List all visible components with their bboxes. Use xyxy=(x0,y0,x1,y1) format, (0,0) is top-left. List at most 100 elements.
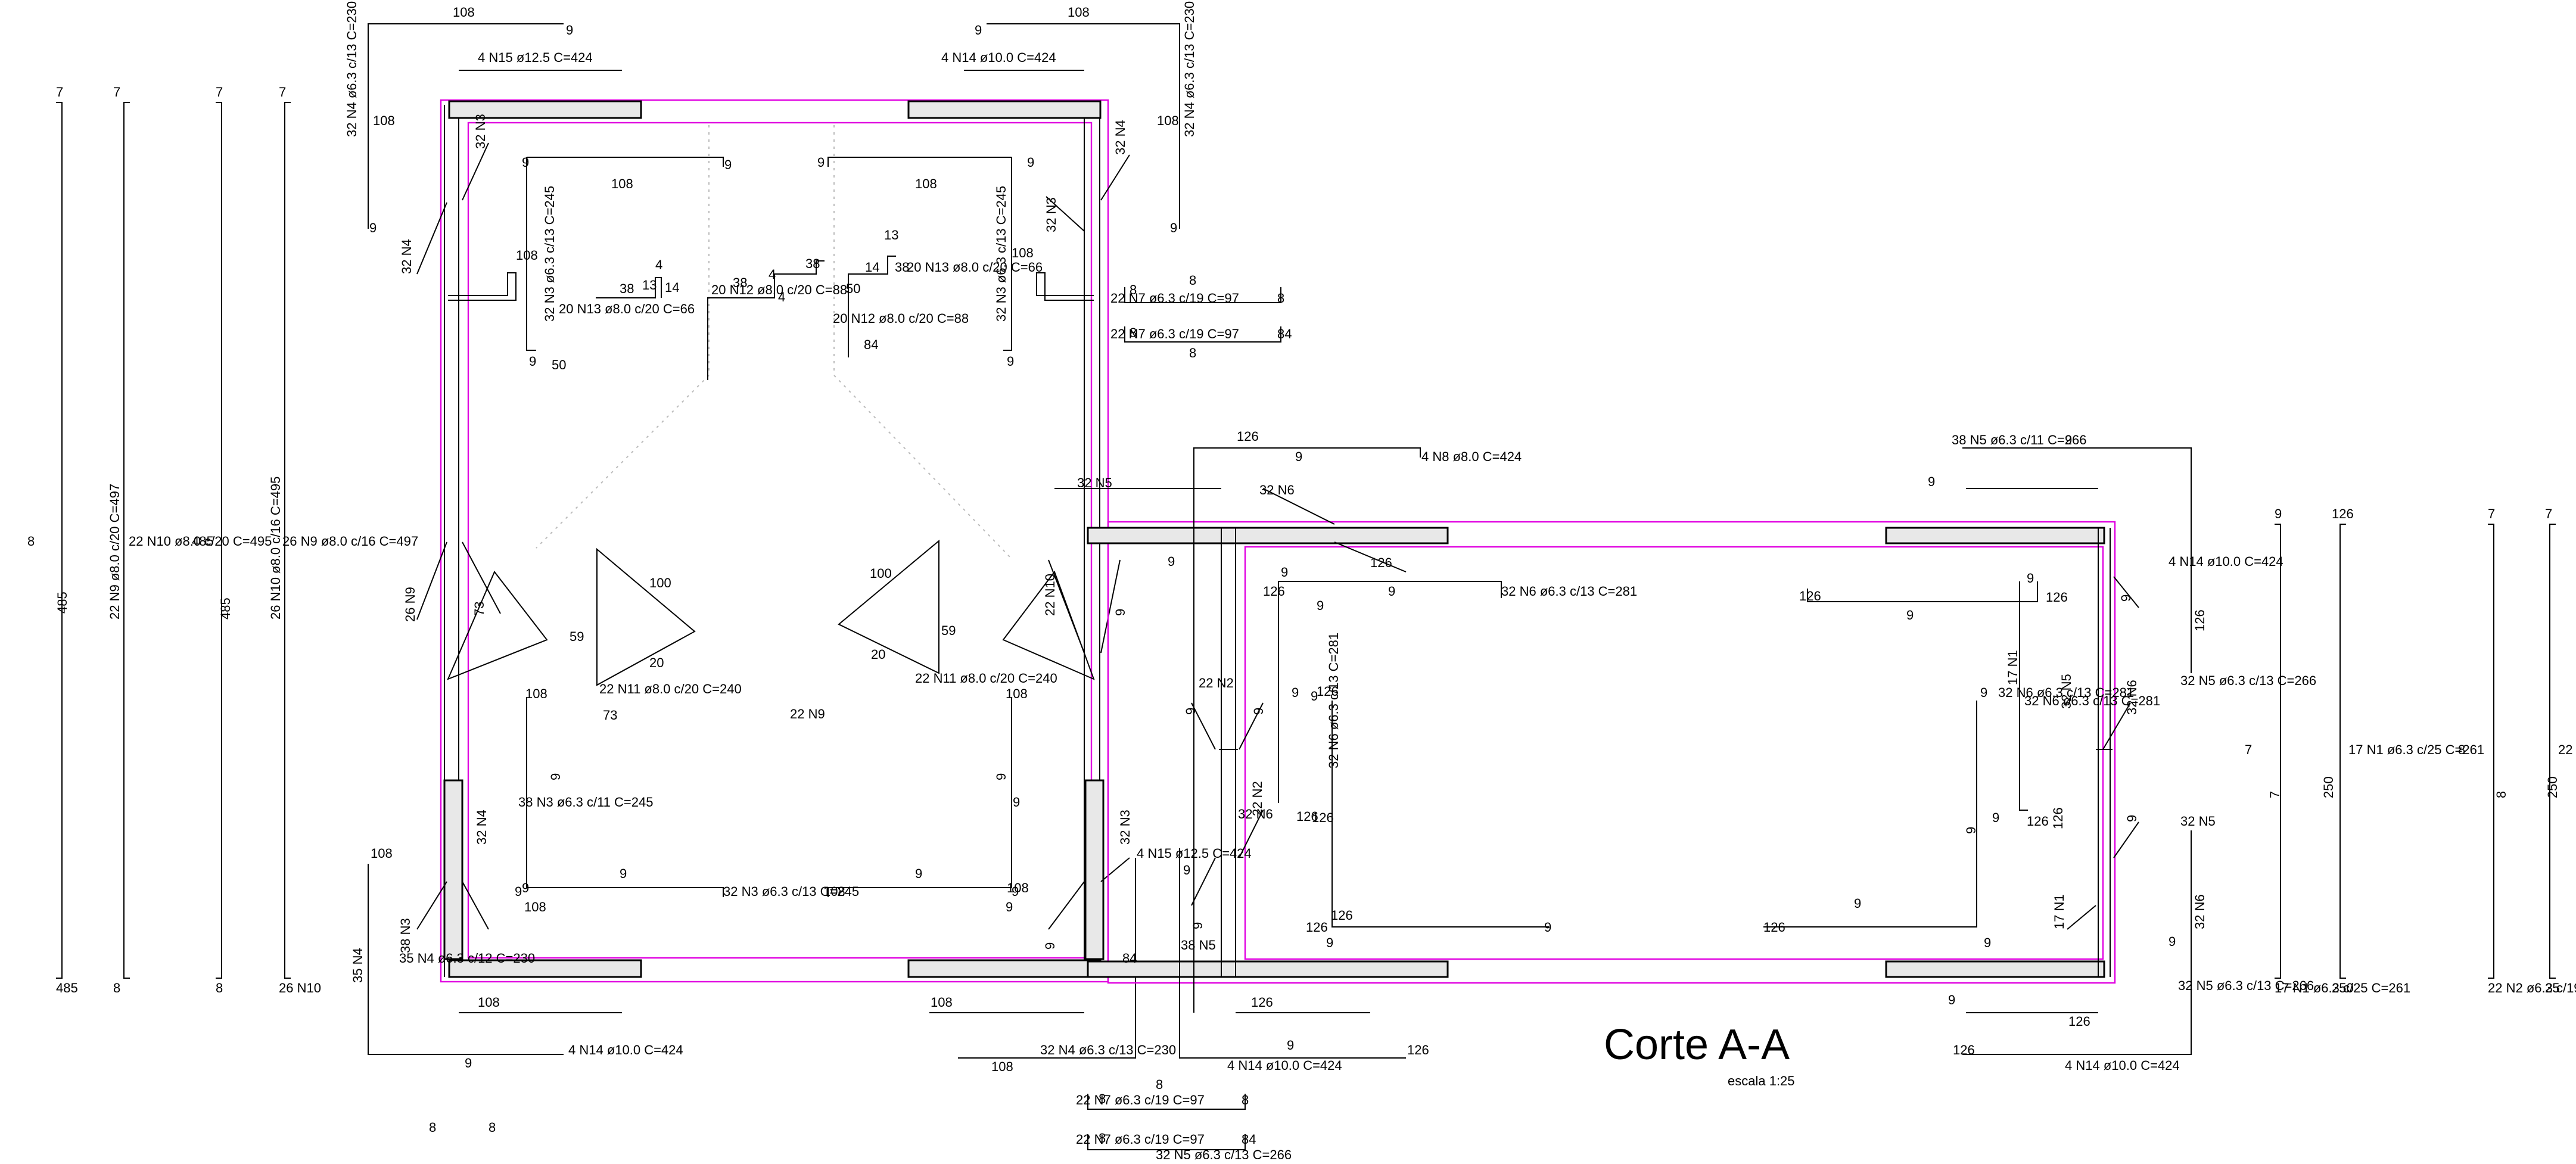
annotation-168: 32 N5 xyxy=(2059,674,2074,709)
annotation-83: 9 xyxy=(1113,609,1128,616)
annotation-35: 38 xyxy=(805,256,820,271)
annotation-14: 32 N4 xyxy=(1113,120,1128,155)
annotation-184: 32 N6 xyxy=(2192,894,2207,929)
annotation-86: 9 xyxy=(548,773,563,780)
annotation-31: 14 xyxy=(665,280,679,295)
annotation-38: 14 xyxy=(865,260,879,275)
annotation-27: 9 xyxy=(1007,354,1014,369)
annotation-0: 108 xyxy=(453,5,475,20)
annotation-43: 50 xyxy=(552,357,566,372)
annotation-149: 126 xyxy=(1331,908,1353,923)
annotation-36: 4 xyxy=(769,267,776,282)
annotation-80: 22 N11 ø8.0 c/20 C=240 xyxy=(915,671,1057,686)
annotation-58: 22 N9 ø8.0 c/20 C=497 xyxy=(107,484,122,620)
annotation-12: 32 N4 xyxy=(399,239,414,274)
annotation-71: 73 xyxy=(472,602,487,616)
annotation-204: 22 N2 ø6.3 c/19 C=263 xyxy=(2558,742,2576,757)
annotation-133: 32 N6 ø6.3 c/13 C=281 xyxy=(1501,584,1637,599)
annotation-117: 8 xyxy=(1099,1091,1106,1106)
annotation-37: 13 xyxy=(884,228,898,242)
annotation-186: 32 N5 ø6.3 c/13 C=266 xyxy=(2178,978,2314,993)
annotation-123: 126 xyxy=(1237,429,1259,444)
annotation-9: 108 xyxy=(1157,113,1179,128)
annotation-4: 9 xyxy=(369,220,377,235)
annotation-26: 108 xyxy=(1012,245,1034,260)
annotation-147: 9 xyxy=(1190,922,1205,929)
annotation-113: 108 xyxy=(991,1059,1013,1074)
annotation-193: 7 xyxy=(2245,742,2252,757)
annotation-29: 38 xyxy=(620,281,634,296)
annotation-120: 8 xyxy=(1099,1131,1106,1146)
annotation-19: 9 xyxy=(817,155,825,170)
annotation-59: 22 N10 ø8.0 c/20 C=495 xyxy=(129,534,272,549)
annotation-122: 32 N5 ø6.3 c/13 C=266 xyxy=(1156,1147,1292,1162)
annotation-175: 9 xyxy=(1992,810,1999,825)
annotation-23: 32 N3 ø6.3 c/13 C=245 xyxy=(542,186,557,322)
annotation-40: 20 N13 ø8.0 c/20 C=66 xyxy=(907,260,1043,275)
annotation-34: 4 xyxy=(778,290,785,304)
annotation-148: 38 N5 xyxy=(1181,938,1216,953)
annotation-188: 9 xyxy=(1948,992,1955,1007)
annotation-102: 35 N4 xyxy=(350,948,365,983)
annotation-67: 7 xyxy=(279,85,286,99)
annotation-197: 17 N1 ø6.3 c/25 C=261 xyxy=(2275,981,2410,995)
annotation-140: 126 xyxy=(1296,809,1318,824)
annotation-20: 108 xyxy=(915,176,937,191)
annotation-182: 17 N1 xyxy=(2052,894,2067,929)
annotation-126: 32 N5 xyxy=(1077,475,1112,490)
annotation-203: 250 xyxy=(2545,776,2560,798)
annotation-191: 9 xyxy=(2275,506,2282,521)
annotation-1: 9 xyxy=(566,23,573,38)
annotation-99: 9 xyxy=(1012,884,1019,899)
annotation-66: 7 xyxy=(216,85,223,99)
annotation-33: 38 xyxy=(733,275,747,290)
annotation-95: 9 xyxy=(1006,900,1013,914)
section-title: Corte A-A xyxy=(1604,1021,1790,1069)
annotation-195: 250 xyxy=(2321,776,2336,798)
annotation-156: 126 xyxy=(1407,1042,1429,1057)
right-frame xyxy=(1054,447,2192,1059)
annotation-97: 108 xyxy=(823,884,845,899)
annotation-169: 32 N6 xyxy=(2124,680,2139,715)
left-frame xyxy=(368,23,1180,1059)
annotation-171: 32 N6 ø6.3 c/13 C=281 xyxy=(2024,693,2160,708)
annotation-131: 126 xyxy=(1263,584,1285,599)
annotation-128: 126 xyxy=(1370,555,1392,570)
annotation-143: 9 xyxy=(1251,708,1266,715)
annotation-151: 9 xyxy=(1544,920,1551,935)
annotation-114: 84 xyxy=(1122,951,1137,966)
annotation-45: 84 xyxy=(864,337,878,352)
annotation-116: 22 N7 ø6.3 c/19 C=97 xyxy=(1076,1093,1205,1107)
annotation-160: 126 xyxy=(2192,609,2207,631)
annotation-177: 126 xyxy=(1763,920,1785,935)
annotation-79: 20 xyxy=(871,647,885,662)
annotation-49: 8 xyxy=(1277,291,1284,306)
annotation-173: 9 xyxy=(1980,685,1987,700)
annotation-139: 32 N6 ø6.3 c/13 C=281 xyxy=(1326,633,1341,768)
annotation-41: 50 xyxy=(846,281,860,296)
annotation-144: 22 N2 xyxy=(1250,781,1265,816)
annotation-103: 38 N3 xyxy=(398,918,413,953)
annotation-52: 84 xyxy=(1277,326,1292,341)
annotation-106: 9 xyxy=(1043,942,1057,950)
annotation-68: 8 xyxy=(216,981,223,995)
annotation-65: 8 xyxy=(113,981,120,995)
annotation-142: 22 N2 xyxy=(1199,676,1234,690)
annotation-11: 9 xyxy=(1170,220,1177,235)
annotation-6: 9 xyxy=(975,23,982,38)
annotation-85: 38 N3 ø6.3 c/11 C=245 xyxy=(518,795,653,810)
annotation-165: 9 xyxy=(2027,571,2034,586)
annotation-64: 485 xyxy=(56,981,78,995)
annotation-162: 32 N5 ø6.3 c/13 C=266 xyxy=(2180,673,2316,688)
annotation-166: 126 xyxy=(2046,590,2068,605)
annotation-154: 9 xyxy=(1287,1038,1294,1053)
annotation-108: 108 xyxy=(478,995,500,1010)
annotation-115: 8 xyxy=(1156,1077,1163,1092)
annotation-72: 100 xyxy=(649,575,671,590)
annotation-92: 9 xyxy=(1013,795,1020,810)
annotation-161: 4 N14 ø10.0 C=424 xyxy=(2169,554,2283,569)
annotation-81: 22 N9 xyxy=(790,707,825,721)
annotation-28: 4 xyxy=(655,257,662,272)
annotation-105: 32 N3 xyxy=(1118,810,1133,845)
